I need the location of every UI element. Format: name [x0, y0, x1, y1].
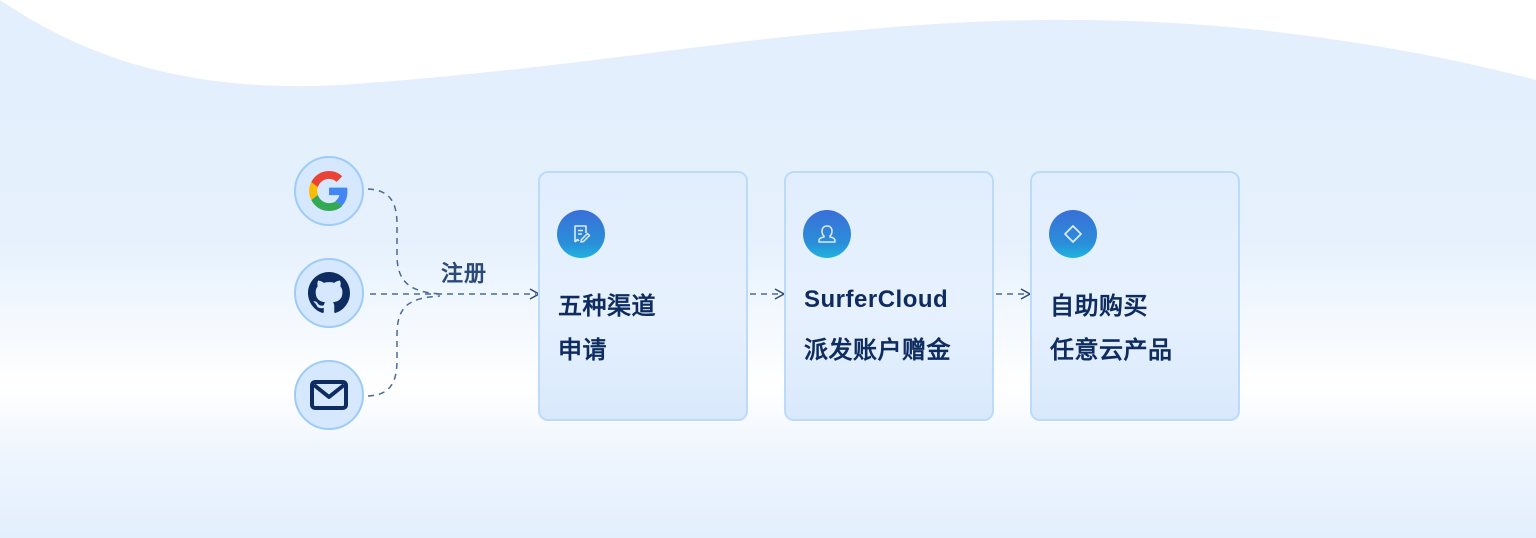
step-title: SurferCloud: [804, 286, 949, 313]
diamond-icon: [1064, 225, 1082, 243]
channel-google[interactable]: [294, 156, 364, 226]
step-subtitle: 申请: [558, 337, 607, 364]
step-card-credit: SurferCloud 派发账户赠金: [784, 171, 994, 421]
connector-google: [367, 188, 441, 295]
background-wave: [0, 0, 1536, 120]
channel-email[interactable]: [294, 360, 364, 430]
channel-github[interactable]: [294, 258, 364, 328]
github-icon: [308, 272, 350, 313]
step-subtitle: 任意云产品: [1050, 337, 1173, 364]
step-card-apply: 五种渠道 申请: [538, 171, 748, 421]
register-label: 注册: [441, 261, 488, 286]
email-icon: [310, 380, 348, 410]
arrowhead-icon: [774, 288, 786, 300]
step-badge: [557, 210, 605, 258]
user-icon: [818, 225, 836, 243]
arrowhead-icon: [1020, 288, 1032, 300]
step-title: 五种渠道: [558, 293, 656, 320]
step-title: 自助购买: [1050, 293, 1148, 320]
step-badge: [803, 210, 851, 258]
document-edit-icon: [574, 225, 591, 243]
connector-email: [367, 295, 441, 397]
step-badge: [1049, 210, 1097, 258]
step-subtitle: 派发账户赠金: [804, 337, 951, 364]
step-card-purchase: 自助购买 任意云产品: [1030, 171, 1240, 421]
google-icon: [309, 171, 348, 211]
